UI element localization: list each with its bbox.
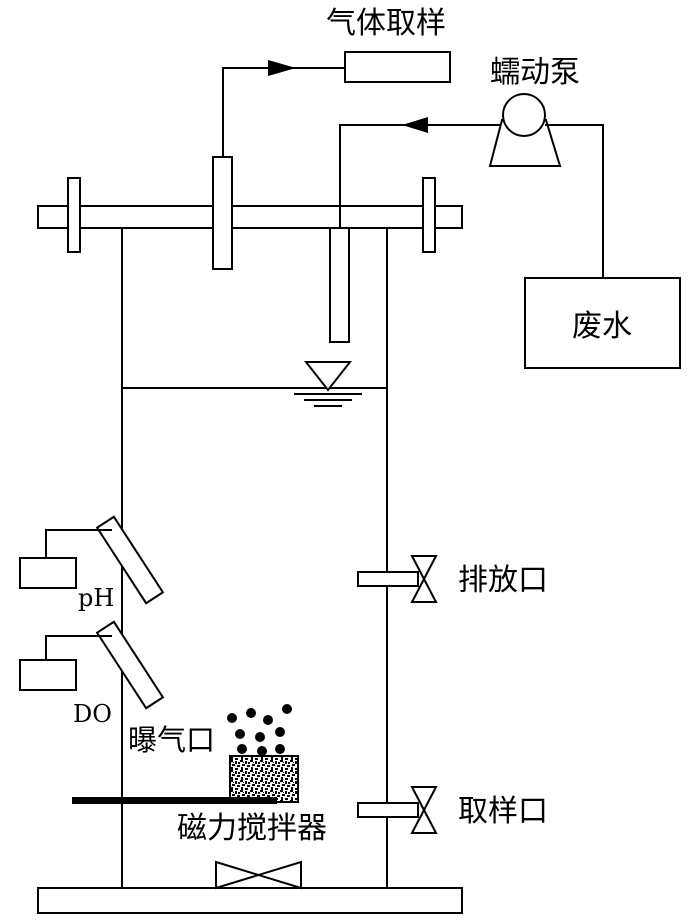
aeration-port-label: 曝气口 — [128, 723, 215, 757]
sampling-port-label: 取样口 — [458, 794, 548, 829]
wastewater-label: 废水 — [572, 309, 632, 344]
sampling-valve-icon — [410, 786, 438, 834]
stir-bar — [72, 797, 277, 804]
magnetic-stirrer-label: 磁力搅拌器 — [177, 811, 327, 846]
aeration-diffuser — [229, 755, 299, 803]
ph-meter — [19, 557, 77, 589]
pump-to-tank-line — [545, 124, 604, 278]
air-bubbles-icon — [227, 704, 292, 756]
ph-cable — [45, 529, 112, 558]
magnetic-stirrer-icon — [215, 860, 302, 890]
left-flange — [67, 177, 81, 253]
right-flange — [422, 177, 436, 253]
ph-probe — [95, 515, 165, 605]
peristaltic-pump-label: 蠕动泵 — [490, 55, 580, 90]
do-meter — [19, 659, 77, 691]
lid-plate — [37, 205, 463, 229]
gas-line — [222, 67, 345, 157]
do-label: DO — [73, 700, 112, 728]
base-plate — [37, 887, 463, 914]
peristaltic-pump-icon — [488, 93, 562, 167]
gas-sampling-label: 气体取样 — [326, 6, 446, 41]
feed-line — [339, 124, 500, 228]
drain-port-label: 排放口 — [458, 563, 548, 598]
wastewater-tank — [524, 277, 681, 369]
drain-pipe — [357, 571, 419, 587]
ph-label: pH — [78, 584, 114, 612]
gas-sampler — [344, 51, 451, 83]
drain-valve-icon — [410, 555, 438, 603]
sampling-pipe — [357, 802, 419, 818]
water-level-icon — [294, 361, 362, 407]
do-cable — [45, 635, 112, 660]
feed-flow-arrow-icon — [402, 117, 428, 133]
do-probe — [95, 620, 165, 710]
feed-inlet-tube — [329, 227, 350, 343]
gas-outlet-tube — [212, 156, 233, 270]
gas-flow-arrow-icon — [268, 60, 296, 76]
